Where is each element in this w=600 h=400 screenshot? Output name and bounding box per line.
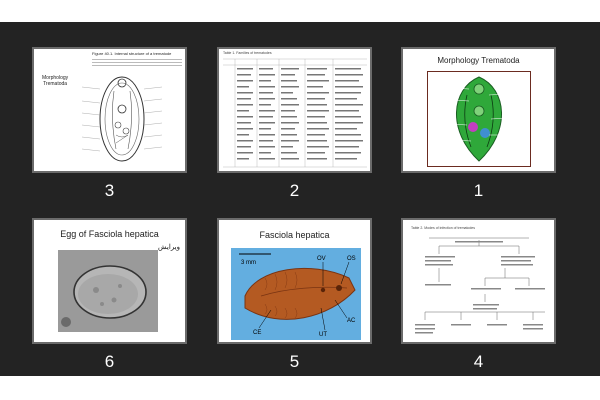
slide-number-6: 6 <box>104 352 115 371</box>
caption-lines <box>92 57 182 67</box>
slide-thumbnail-3[interactable]: Figure 40.1. Internal structure of a tre… <box>32 47 187 173</box>
slide-thumbnail-6[interactable]: Egg of Fasciola hepatica ويرايش <box>32 218 187 344</box>
slide-number-4: 4 <box>473 352 484 371</box>
slide-title: Morphology Trematoda <box>437 56 520 65</box>
trematode-diagram <box>81 76 163 162</box>
flowchart-image <box>415 237 545 334</box>
ce-label: CE <box>253 330 261 336</box>
slide-number-1: 1 <box>473 181 484 200</box>
slide-number-2: 2 <box>289 181 300 200</box>
egg-micrograph <box>58 250 158 332</box>
ut-label: UT <box>319 332 327 338</box>
trematode-illustration <box>427 71 531 167</box>
figure-caption: Figure 40.1. Internal structure of a tre… <box>92 51 172 56</box>
table-image <box>223 58 367 168</box>
slide-thumbnail-5[interactable]: Fasciola hepatica 3 mm OV OS CE UT AC <box>217 218 372 344</box>
slide-thumbnail-4[interactable]: Table 2. Modes of infection of trematode… <box>401 218 556 344</box>
ov-label: OV <box>317 256 326 262</box>
ac-label: AC <box>347 318 356 324</box>
handwritten-note: ويرايش <box>158 244 181 251</box>
slide-title: Egg of Fasciola hepatica <box>60 229 159 239</box>
slide-title: Morphology Trematoda <box>42 75 69 87</box>
slide-thumbnail-2[interactable]: Table 1. Families of trematodes <box>217 47 372 173</box>
slide-number-5: 5 <box>289 352 300 371</box>
slide-sorter-panel: Figure 40.1. Internal structure of a tre… <box>0 22 600 376</box>
scale-label: 3 mm <box>241 260 256 266</box>
table-title: Table 2. Modes of infection of trematode… <box>411 226 476 230</box>
slide-title: Fasciola hepatica <box>259 230 330 240</box>
table-title: Table 1. Families of trematodes <box>223 51 272 55</box>
os-label: OS <box>347 256 356 262</box>
slide-number-3: 3 <box>104 181 115 200</box>
fluke-photo: 3 mm OV OS CE UT AC <box>231 248 361 340</box>
slide-thumbnail-1[interactable]: Morphology Trematoda <box>401 47 556 173</box>
